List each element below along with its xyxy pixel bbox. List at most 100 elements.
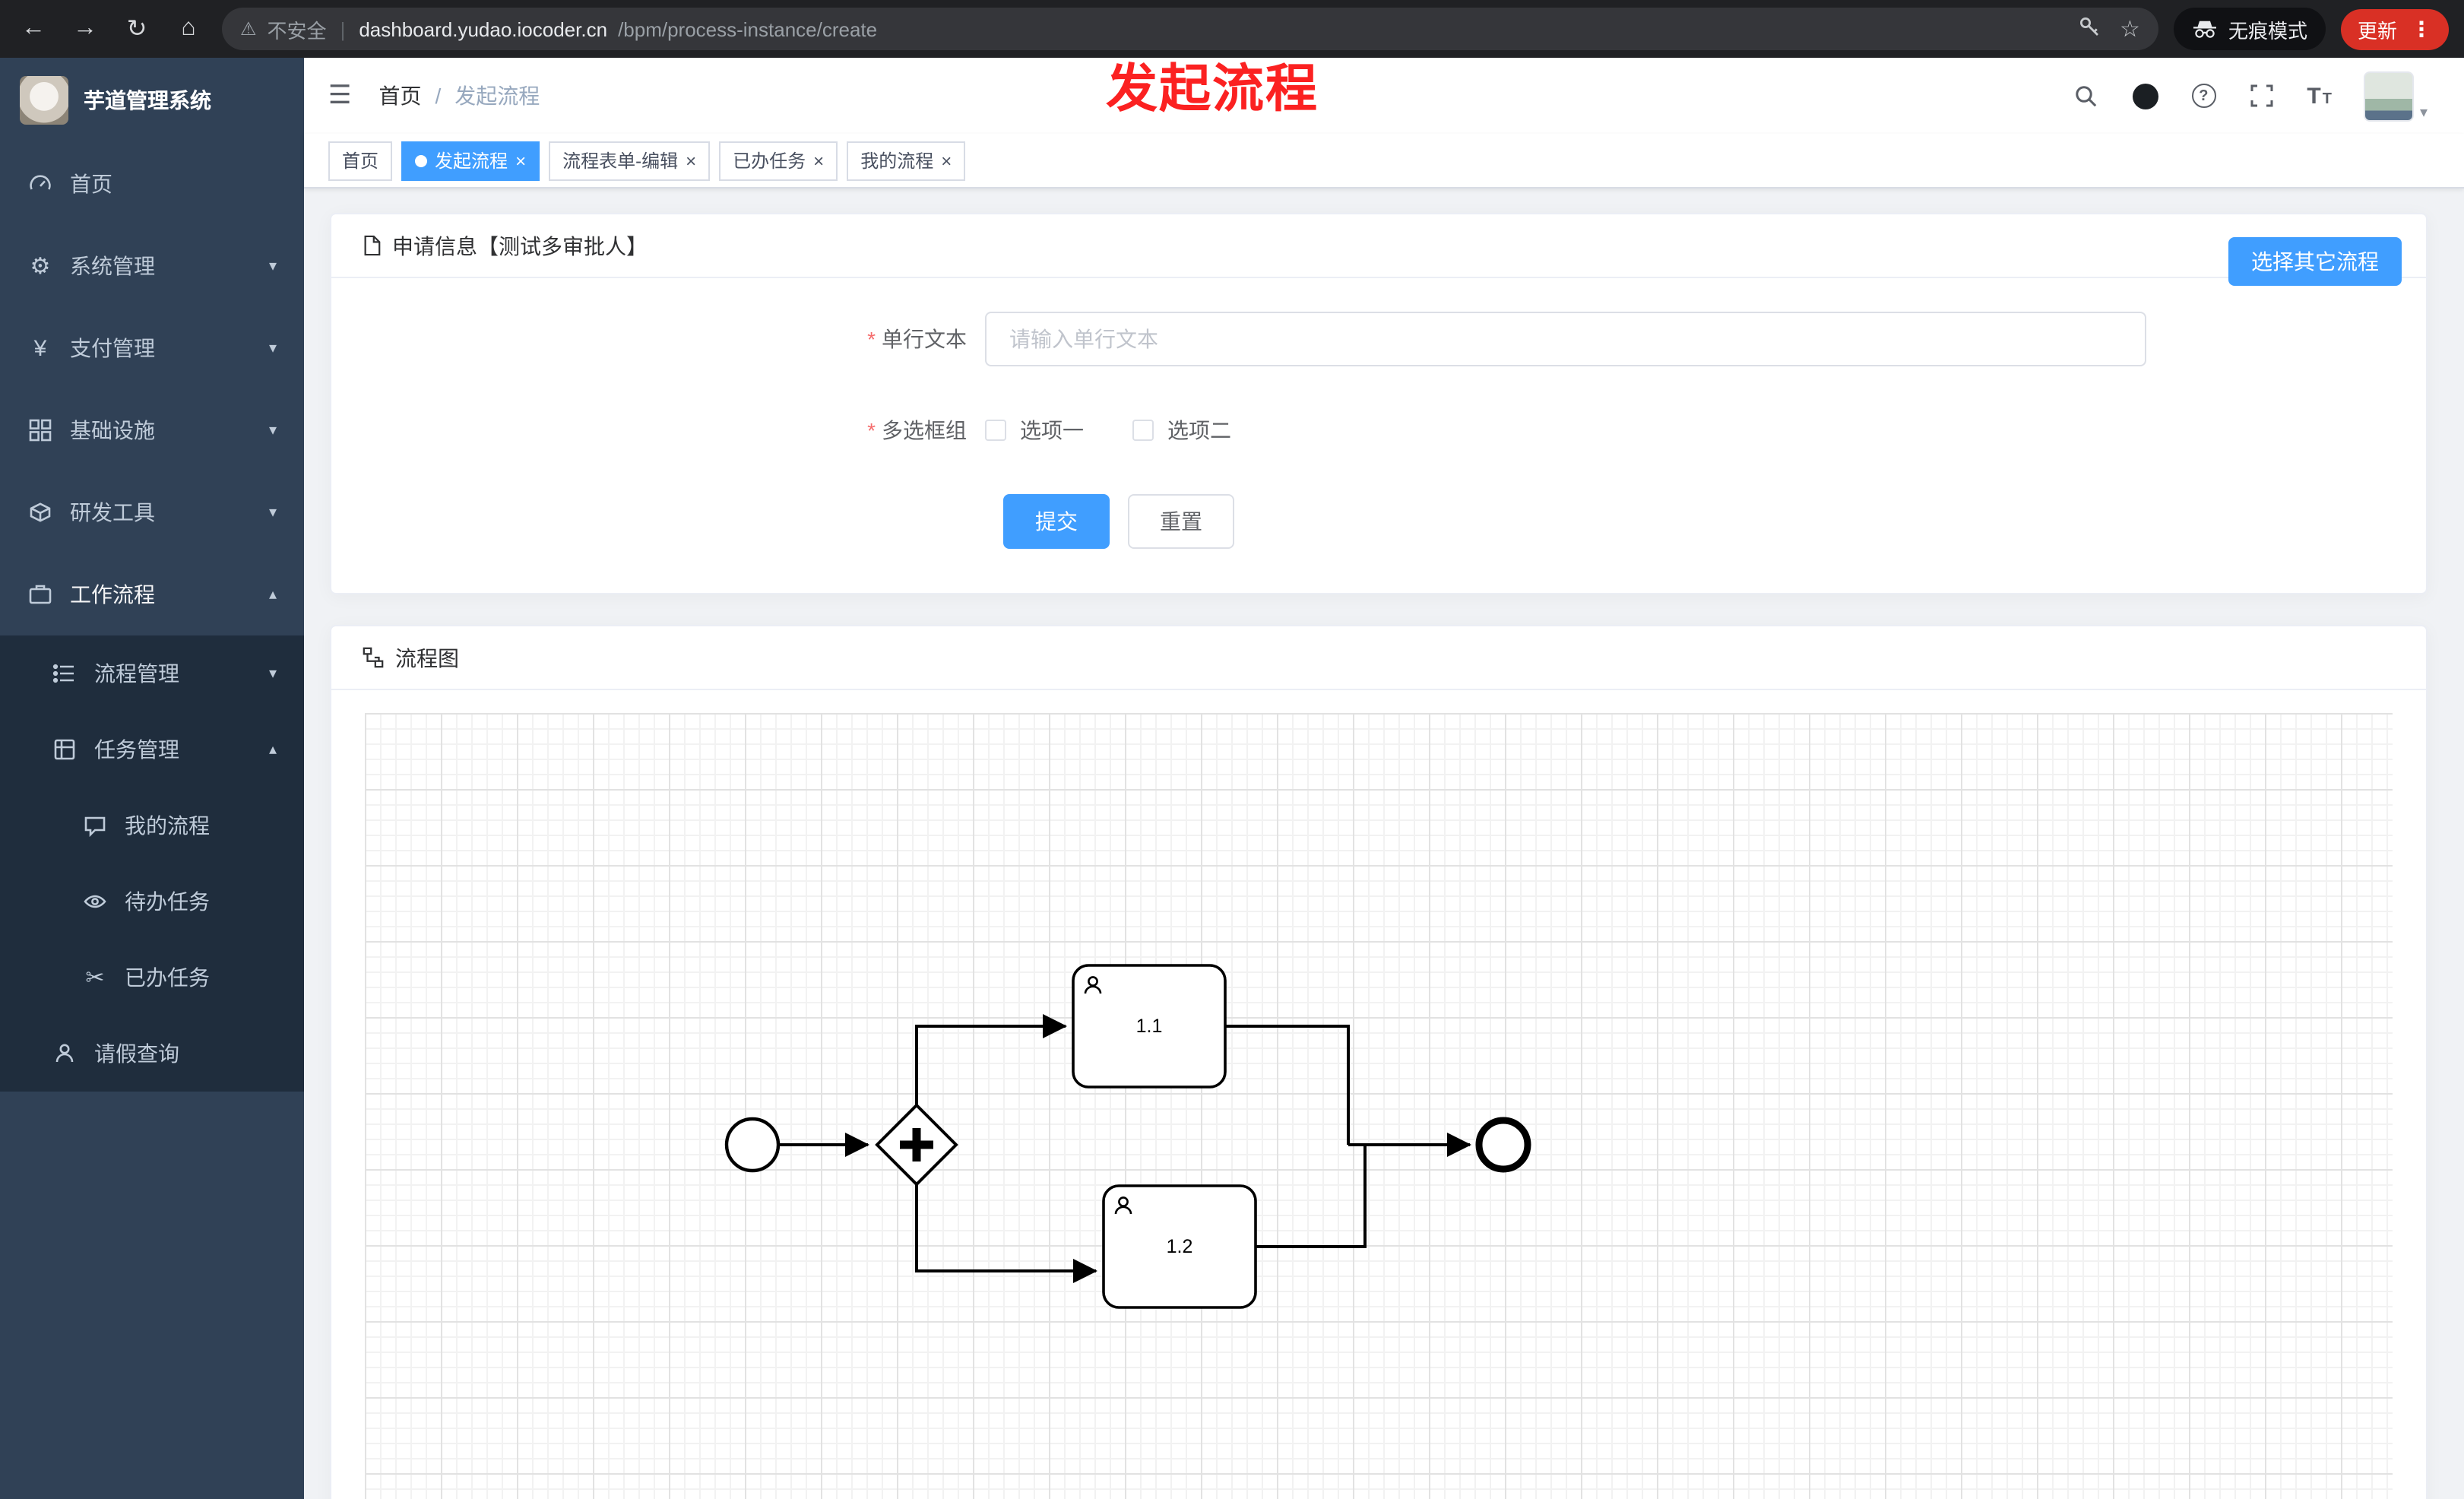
- user-task-icon: [1084, 976, 1102, 994]
- sidebar-item-todo-task[interactable]: 待办任务: [0, 864, 304, 940]
- tab-close-icon[interactable]: ×: [686, 150, 697, 171]
- tab-home[interactable]: 首页: [328, 141, 393, 180]
- not-secure-icon: ⚠: [240, 18, 257, 40]
- sidebar-item-label: 工作流程: [70, 582, 155, 607]
- checkbox-label: 选项一: [1020, 418, 1084, 442]
- briefcase-icon: [29, 585, 52, 604]
- browser-refresh-icon[interactable]: ↻: [126, 17, 147, 43]
- sidebar-collapse-icon[interactable]: ☰: [328, 81, 352, 109]
- checkbox-option-1[interactable]: 选项一: [985, 415, 1084, 445]
- flow-gateway-to-task2[interactable]: [915, 1184, 1097, 1283]
- tab-done-task[interactable]: 已办任务 ×: [719, 141, 838, 180]
- sidebar-item-label: 待办任务: [125, 889, 210, 914]
- breadcrumb-home[interactable]: 首页: [378, 84, 422, 108]
- app-logo-row[interactable]: 芋道管理系统: [0, 58, 304, 143]
- checkbox-box[interactable]: [985, 420, 1006, 441]
- sidebar-item-process-mgmt[interactable]: 流程管理 ▾: [0, 635, 304, 711]
- search-icon[interactable]: [2073, 82, 2100, 109]
- password-key-icon[interactable]: [2077, 14, 2101, 43]
- sidebar-item-leave-query[interactable]: 请假查询: [0, 1016, 304, 1092]
- page-content: 申请信息【测试多审批人】 选择其它流程 *单行文本 *多选框组: [304, 189, 2464, 1499]
- flow-task1-to-merge[interactable]: [1225, 1025, 1350, 1145]
- chevron-down-icon: ▾: [268, 340, 277, 357]
- parallel-gateway[interactable]: [875, 1103, 958, 1187]
- bookmark-star-icon[interactable]: ☆: [2120, 17, 2140, 43]
- sidebar-item-label: 基础设施: [70, 418, 155, 442]
- checkbox-group-row: *多选框组 选项一 选项二: [651, 403, 2426, 458]
- annotation-title: 发起流程: [1106, 61, 1319, 119]
- sidebar-item-payment-mgmt[interactable]: ¥ 支付管理 ▾: [0, 307, 304, 389]
- browser-menu-icon[interactable]: ⋮: [2411, 16, 2432, 40]
- bpmn-diagram: 1.1 1.2: [724, 964, 1531, 1309]
- gear-icon: ⚙: [30, 254, 51, 280]
- sidebar-item-label: 我的流程: [125, 813, 210, 838]
- sidebar-item-task-mgmt[interactable]: 任务管理 ▴: [0, 711, 304, 788]
- submit-button[interactable]: 提交: [1003, 494, 1110, 549]
- breadcrumb-separator: /: [435, 84, 442, 108]
- browser-back-icon[interactable]: ←: [21, 15, 46, 41]
- caret-down-icon: ▾: [2419, 104, 2428, 121]
- sidebar-item-system-mgmt[interactable]: ⚙ 系统管理 ▾: [0, 225, 304, 307]
- chevron-down-icon: ▾: [268, 504, 277, 521]
- start-event[interactable]: [724, 1117, 781, 1173]
- browser-chrome: ← → ↻ ⌂ ⚠ 不安全 | dashboard.yudao.iocoder.…: [0, 0, 2464, 58]
- browser-home-icon[interactable]: ⌂: [181, 15, 196, 41]
- sidebar-item-home[interactable]: 首页: [0, 143, 304, 225]
- not-secure-label: 不安全: [267, 19, 327, 42]
- tab-label: 已办任务: [733, 151, 806, 172]
- browser-forward-icon[interactable]: →: [73, 15, 97, 41]
- user-task-2[interactable]: 1.2: [1102, 1184, 1257, 1309]
- sidebar-item-dev-tools[interactable]: 研发工具 ▾: [0, 471, 304, 553]
- checkbox-label: 选项二: [1167, 418, 1231, 442]
- tab-my-process[interactable]: 我的流程 ×: [847, 141, 966, 180]
- sidebar-item-workflow[interactable]: 工作流程 ▴: [0, 553, 304, 635]
- address-bar[interactable]: ⚠ 不安全 | dashboard.yudao.iocoder.cn/bpm/p…: [222, 8, 2158, 50]
- tab-form-edit[interactable]: 流程表单-编辑 ×: [549, 141, 711, 180]
- tab-close-icon[interactable]: ×: [515, 150, 527, 171]
- app-title: 芋道管理系统: [84, 88, 211, 113]
- sidebar-item-label: 请假查询: [94, 1041, 179, 1066]
- flow-task2-to-merge[interactable]: [1256, 1146, 1367, 1248]
- yen-icon: ¥: [33, 335, 47, 361]
- task1-label: 1.1: [1136, 1016, 1163, 1037]
- checkbox-group-label: *多选框组: [867, 418, 967, 442]
- tab-close-icon[interactable]: ×: [813, 150, 825, 171]
- single-line-text-input[interactable]: [985, 312, 2146, 366]
- form-card-title: 申请信息【测试多审批人】: [392, 233, 648, 258]
- end-event[interactable]: [1475, 1117, 1531, 1173]
- checkbox-box[interactable]: [1132, 420, 1154, 441]
- sidebar-item-my-process[interactable]: 我的流程: [0, 788, 304, 864]
- choose-other-process-button[interactable]: 选择其它流程: [2228, 237, 2402, 286]
- sidebar-item-infrastructure[interactable]: 基础设施 ▾: [0, 389, 304, 471]
- user-avatar-menu[interactable]: ▾: [2363, 71, 2428, 121]
- address-divider: |: [340, 17, 346, 40]
- help-icon[interactable]: ?: [2191, 84, 2216, 108]
- fullscreen-icon[interactable]: [2247, 82, 2275, 109]
- github-icon[interactable]: [2132, 82, 2159, 109]
- sidebar-item-label: 已办任务: [125, 965, 210, 990]
- sidebar-item-label: 研发工具: [70, 500, 155, 524]
- app-logo: [20, 76, 68, 125]
- sidebar-item-done-task[interactable]: ✂ 已办任务: [0, 940, 304, 1016]
- flow-gateway-to-task1[interactable]: [915, 1014, 1067, 1105]
- avatar: [2363, 71, 2414, 121]
- process-diagram-card: 流程图: [330, 625, 2428, 1499]
- bpmn-canvas[interactable]: 1.1 1.2: [365, 713, 2393, 1499]
- checkbox-option-2[interactable]: 选项二: [1132, 415, 1231, 445]
- diagram-card-body: 1.1 1.2: [331, 690, 2426, 1499]
- document-icon: [364, 235, 381, 256]
- tab-close-icon[interactable]: ×: [941, 150, 952, 171]
- text-field-row: *单行文本: [651, 312, 2426, 366]
- incognito-label: 无痕模式: [2228, 19, 2307, 42]
- required-mark: *: [867, 418, 876, 442]
- reset-button[interactable]: 重置: [1128, 494, 1234, 549]
- tab-label: 首页: [342, 151, 379, 172]
- board-icon: [54, 739, 75, 760]
- browser-update-button[interactable]: 更新 ⋮: [2340, 8, 2449, 49]
- tab-create-process[interactable]: 发起流程 ×: [401, 141, 540, 180]
- user-task-1[interactable]: 1.1: [1072, 964, 1227, 1089]
